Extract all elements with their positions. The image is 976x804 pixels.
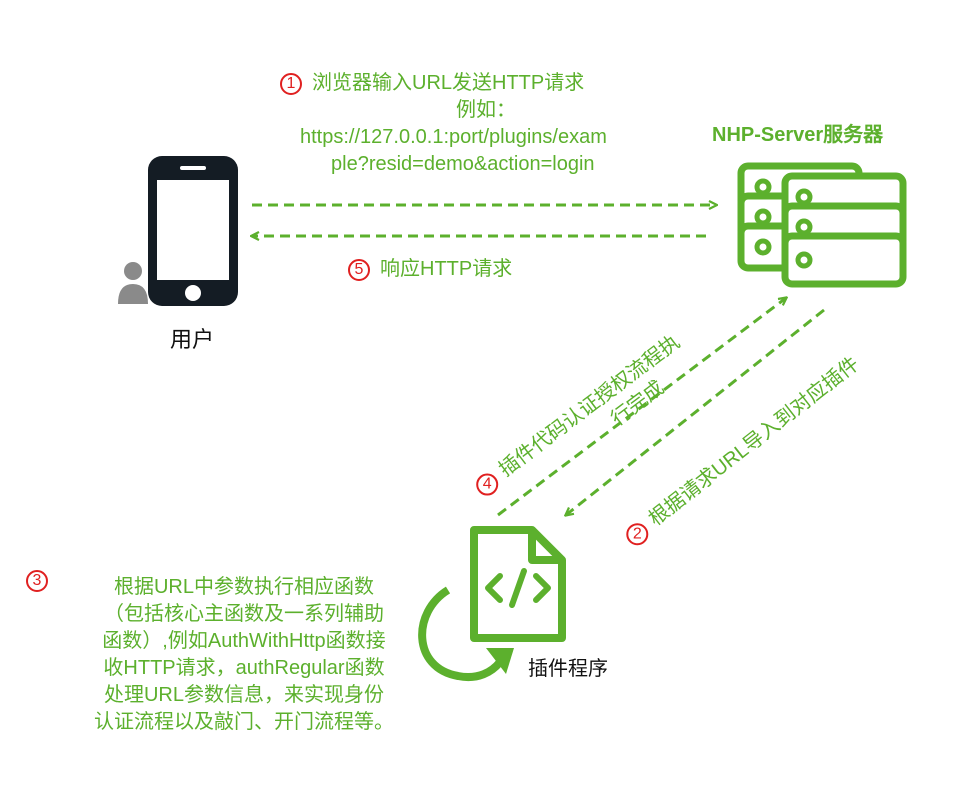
step2-number: 2: [625, 522, 648, 545]
step1-line1: 浏览器输入URL发送HTTP请求: [312, 72, 585, 94]
step1-number: 1: [280, 72, 302, 95]
step1-line3: https://127.0.0.1:port/plugins/exam: [300, 126, 607, 148]
step3-line1: 根据URL中参数执行相应函数: [113, 576, 374, 598]
step3-line3: 函数）,例如AuthWithHttp函数接: [102, 630, 386, 652]
server-label: NHP-Server服务器: [712, 124, 884, 146]
plugin-label: 插件程序: [528, 658, 608, 680]
server-stack-icon: [737, 162, 907, 288]
code-file-icon: [470, 526, 566, 642]
arrow-plugin-to-server: [497, 298, 786, 517]
person-icon: [118, 262, 148, 304]
step1-text: 1 浏览器输入URL发送HTTP请求 例如： https://127.0.0.1…: [276, 70, 716, 178]
arrow-server-to-plugin: [566, 308, 825, 515]
step3-text: 根据URL中参数执行相应函数 （包括核心主函数及一系列辅助 函数）,例如Auth…: [58, 574, 430, 736]
step3-line2: （包括核心主函数及一系列辅助: [104, 603, 384, 625]
step3-line5: 处理URL参数信息，来实现身份: [103, 684, 384, 706]
step5-label: 响应HTTP请求: [380, 258, 513, 280]
step3-line4: 收HTTP请求，authRegular函数: [103, 657, 385, 679]
step5-number: 5: [348, 258, 370, 281]
loop-arrow-icon: [418, 586, 514, 681]
smartphone-icon: [148, 156, 238, 306]
step5-text: 5 响应HTTP请求: [348, 256, 512, 283]
step3-number: 3: [26, 570, 48, 592]
step1-line4: ple?resid=demo&action=login: [331, 153, 595, 175]
step1-line2: 例如：: [456, 99, 516, 121]
step4-number: 4: [475, 473, 498, 496]
user-label: 用户: [170, 327, 215, 352]
step3-line6: 认证流程以及敲门、开门流程等。: [94, 711, 394, 733]
